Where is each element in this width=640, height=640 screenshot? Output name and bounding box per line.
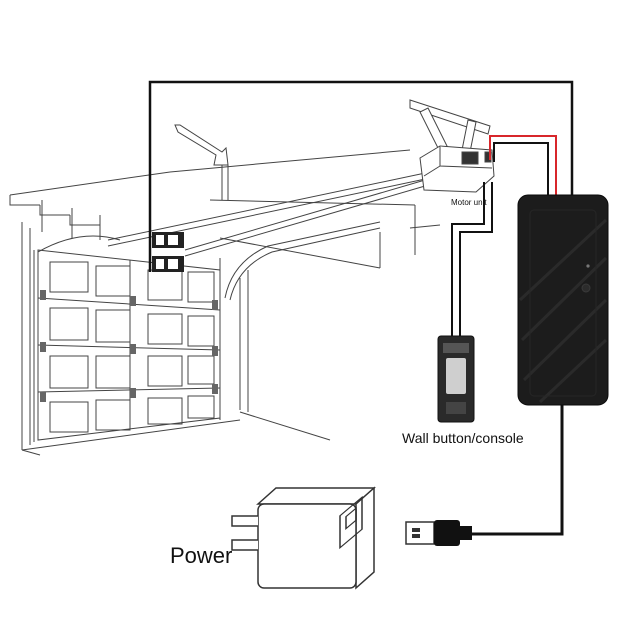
console-wire-1 [451,182,485,336]
usb-plug [405,520,472,546]
usb-cable [470,402,564,536]
garage-door [33,249,221,442]
controller-led-icon [586,264,590,268]
power-adapter [231,486,376,590]
garage-structure [9,149,441,456]
motor-unit-label: Motor unit [451,198,487,207]
sensor-wire [148,80,574,272]
controller-button[interactable] [581,283,591,293]
black-wire [493,142,549,200]
release-bracket [174,124,229,200]
sensor-block [152,232,184,272]
usb-port-icon [339,495,363,550]
door-hinges [40,290,218,402]
smart-controller [517,194,609,406]
wall-console-button[interactable] [446,358,466,394]
console-wire-2 [459,182,493,336]
red-wire [489,135,557,200]
power-label: Power [170,543,233,568]
motor-unit [419,145,495,193]
wall-button-label: Wall button/console [402,430,524,446]
